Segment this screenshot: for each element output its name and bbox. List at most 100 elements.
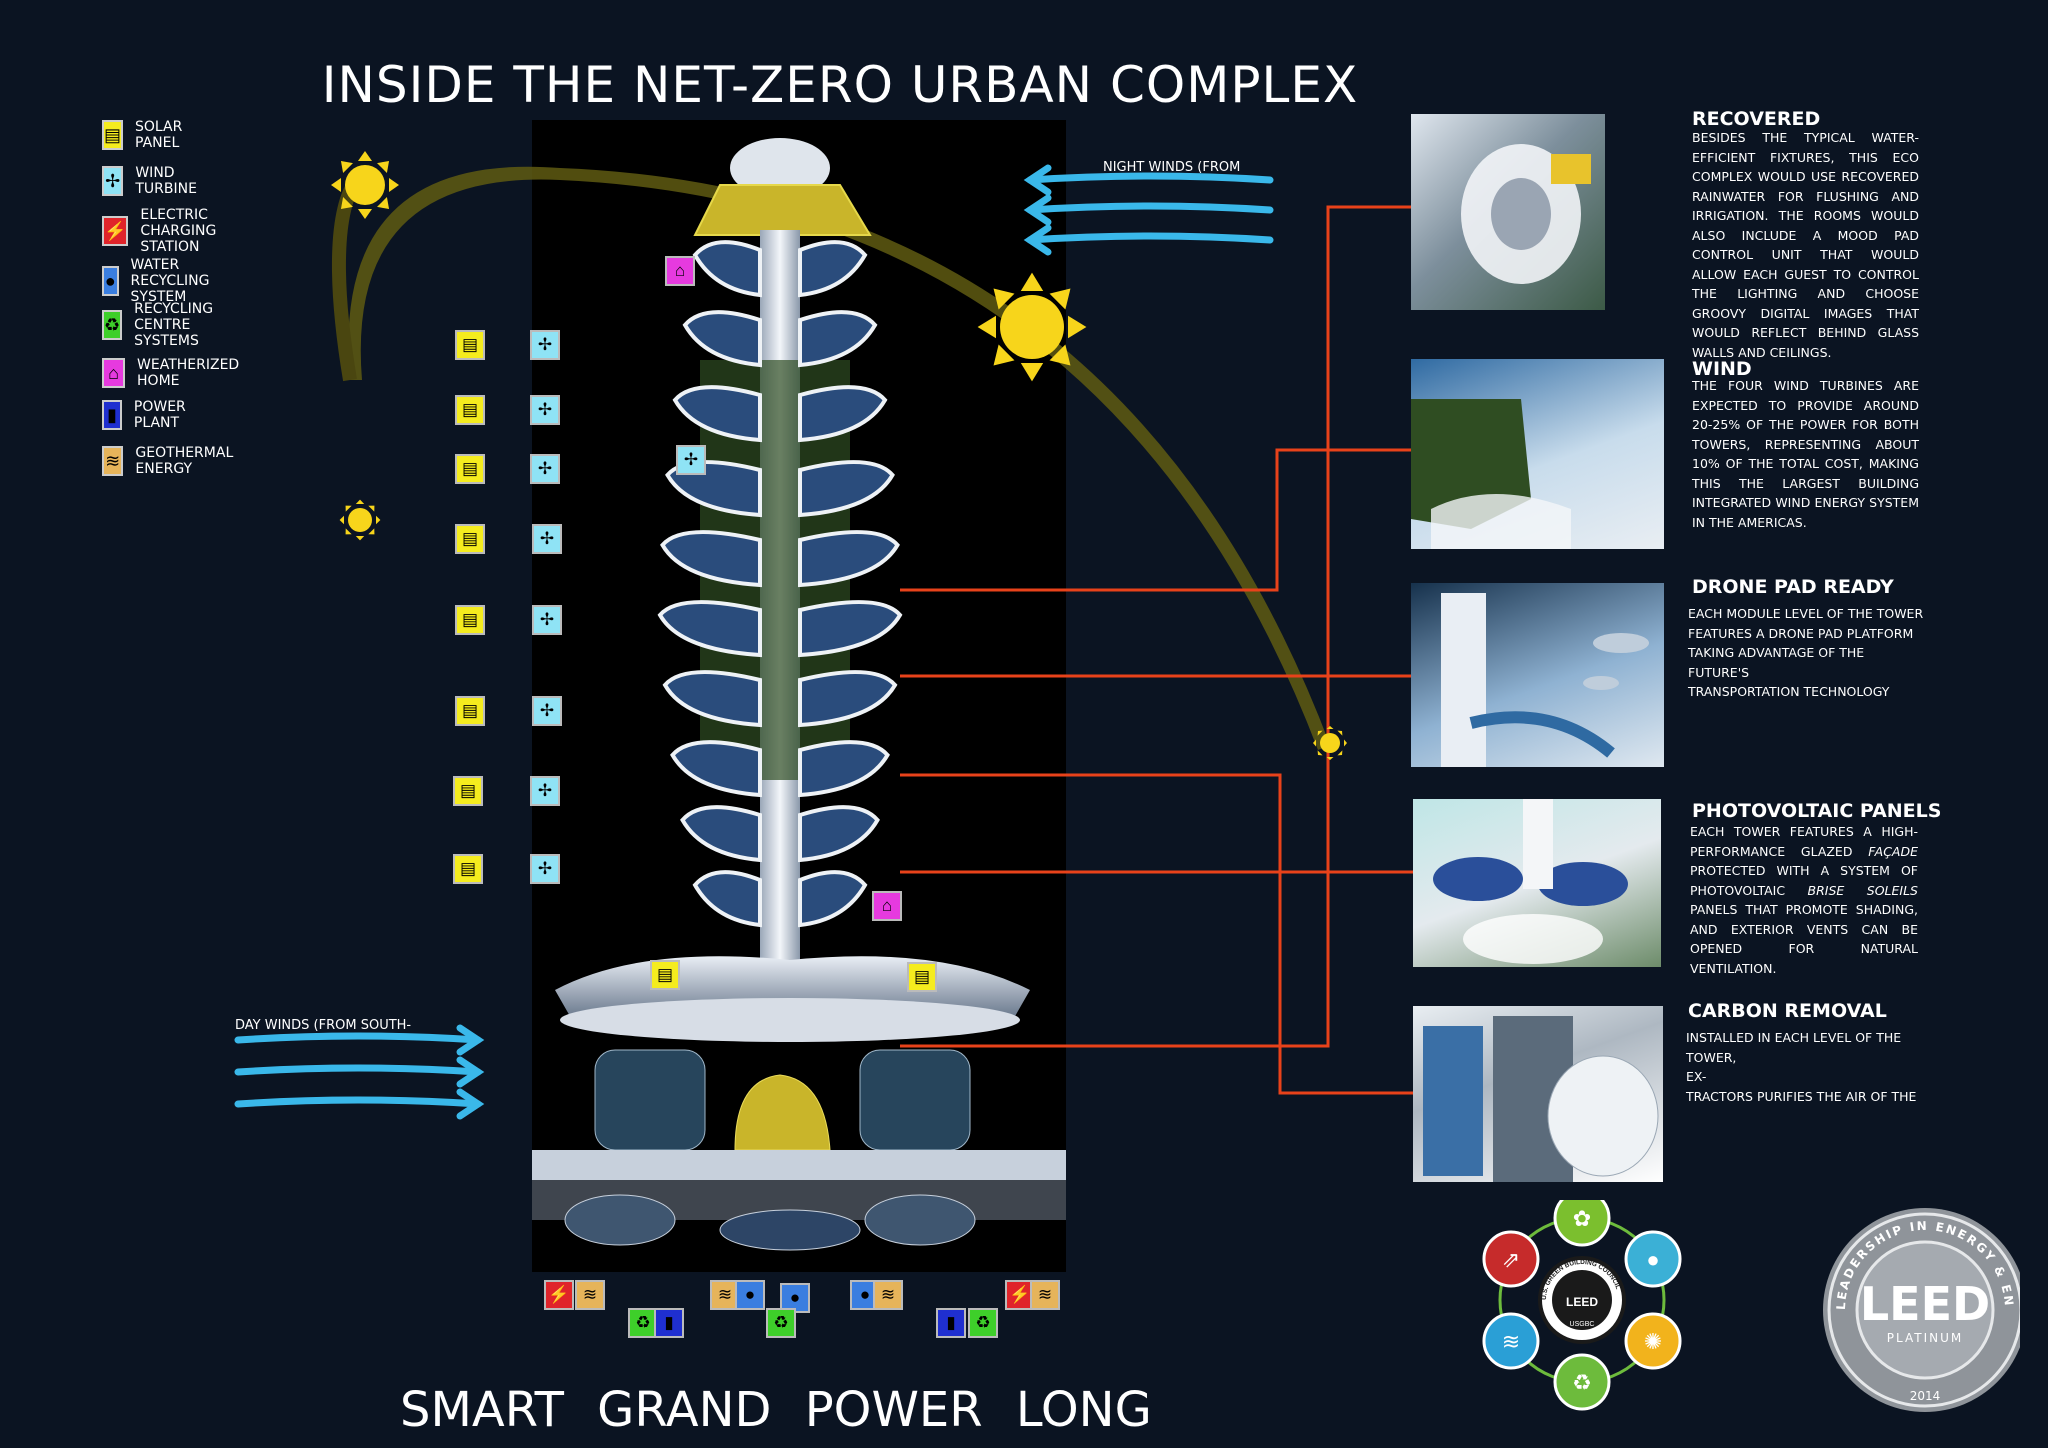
- weatherized-home-icon: ⌂: [872, 891, 902, 921]
- tower-pod: [692, 870, 762, 928]
- body-text: panels that promote shading, and exterio…: [1690, 902, 1918, 976]
- drone-pad-image: [1411, 583, 1664, 767]
- wind-turbine-icon: ✢: [532, 524, 562, 554]
- wind-arrowhead: [1023, 194, 1052, 226]
- wind-arrow: [1026, 202, 1274, 214]
- italic-term: brise soleils: [1807, 882, 1918, 898]
- svg-text:♻: ♻: [1572, 1370, 1592, 1395]
- power-plant-icon: ▮: [654, 1308, 684, 1338]
- body-text: Each tower features a high-performance g…: [1690, 824, 1918, 859]
- tower-pod: [670, 740, 762, 798]
- legend-item: ▤SOLAR PANEL: [102, 118, 191, 152]
- italic-term: façade: [1868, 843, 1918, 859]
- tower-pod: [662, 670, 762, 728]
- bottom-title: SMART GRAND POWER LONG: [400, 1382, 1152, 1438]
- tower-pod: [798, 310, 878, 368]
- legend-item: ♻RECYCLING CENTRE SYSTEMS: [102, 301, 223, 349]
- tower-pod: [672, 385, 762, 443]
- wind-arrow: [1026, 172, 1274, 184]
- wind-turbine-icon: ✢: [530, 854, 560, 884]
- legend-label: RECYCLING CENTRE SYSTEMS: [134, 301, 214, 349]
- legend-item: ✢ WIND TURBINE: [102, 164, 206, 198]
- leed-word: LEED: [1860, 1277, 1990, 1331]
- charging-station-icon: ⚡: [544, 1280, 574, 1310]
- tower-pod: [798, 670, 898, 728]
- legend-label: WATER RECYCLING SYSTEM: [130, 257, 210, 305]
- legend-label: WIND TURBINE: [135, 165, 197, 197]
- wind-title: WIND: [1692, 358, 1752, 380]
- usgbc-category-icon: [1482, 1230, 1540, 1288]
- svg-text:LEED: LEED: [1566, 1295, 1598, 1309]
- night-winds-label: NIGHT WINDS (FROM: [1103, 160, 1241, 175]
- wind-body: The four wind turbines are expected to p…: [1692, 378, 1919, 530]
- svg-text:●: ●: [1646, 1247, 1659, 1272]
- wind-turbine-icon: ✢: [676, 445, 706, 475]
- body-line: TAKING ADVANTAGE OF THE: [1688, 645, 1865, 660]
- body-text: protected with a system of photovoltaic: [1690, 863, 1918, 898]
- carbon-removal-image: [1413, 1006, 1663, 1182]
- legend-label: GEOTHERMAL ENERGY: [135, 445, 234, 477]
- recovered-image: [1411, 114, 1605, 310]
- wind-image: [1411, 359, 1664, 549]
- charging-station-icon: ⚡: [102, 216, 129, 246]
- geothermal-icon: ≋: [102, 446, 124, 476]
- sun-icon: [1313, 726, 1347, 760]
- solar-panel-icon: ▤: [907, 962, 937, 992]
- tower-pod: [798, 460, 895, 518]
- legend-item: ▮POWER PLANT: [102, 398, 196, 432]
- carbon-removal-body: INSTALLED IN EACH LEVEL OF THE TOWER, EX-…: [1686, 1028, 1946, 1106]
- body-line: TRACTORS PURIFIES THE AIR OF THE: [1686, 1088, 1917, 1104]
- tower-pod: [798, 600, 903, 658]
- legend-item: ⌂WEATHERIZED HOME: [102, 356, 246, 390]
- power-plant-icon: ▮: [936, 1308, 966, 1338]
- sun-icon: [339, 499, 381, 541]
- tower-base: [532, 956, 1066, 1251]
- drone-pad-title: DRONE PAD READY: [1692, 576, 1894, 598]
- body-line: EACH MODULE LEVEL OF THE TOWER: [1688, 606, 1924, 621]
- solar-panel-icon: ▤: [455, 696, 485, 726]
- body-line: FEATURES A DRONE PAD PLATFORM: [1688, 625, 1914, 641]
- leed-year: 2014: [1910, 1389, 1941, 1403]
- tower-pod: [798, 740, 890, 798]
- weatherized-home-icon: ⌂: [665, 256, 695, 286]
- wind-turbine-icon: ✢: [530, 395, 560, 425]
- leed-platinum: PLATINUM: [1887, 1331, 1963, 1345]
- tower-pod: [660, 530, 762, 588]
- usgbc-category-icon: [1624, 1312, 1682, 1370]
- body-line: EX-: [1686, 1069, 1707, 1084]
- wind-arrowhead: [456, 1024, 485, 1056]
- body-line: INSTALLED IN EACH LEVEL OF THE TOWER,: [1686, 1030, 1902, 1065]
- tower-pod: [798, 870, 868, 928]
- wind-turbine-icon: ✢: [532, 696, 562, 726]
- wind-turbine-icon: ✢: [102, 166, 124, 196]
- carbon-removal-title: CARBON REMOVAL: [1688, 1000, 1887, 1022]
- svg-text:⇗: ⇗: [1502, 1247, 1520, 1272]
- tower-pod: [665, 460, 762, 518]
- legend-label: POWER PLANT: [133, 399, 186, 431]
- geothermal-icon: ≋: [575, 1280, 605, 1310]
- geothermal-icon: ≋: [873, 1280, 903, 1310]
- legend-item: ≋ GEOTHERMAL ENERGY: [102, 444, 242, 478]
- legend-label: ELECTRIC CHARGING STATION: [140, 207, 217, 255]
- tower-pod: [657, 600, 762, 658]
- usgbc-category-icon: [1553, 1353, 1611, 1411]
- solar-panel-icon: ▤: [455, 524, 485, 554]
- tower-pod: [798, 805, 880, 863]
- body-line: TRANSPORTATION TECHNOLOGY: [1688, 684, 1890, 699]
- wind-arrow: [234, 1064, 482, 1076]
- wind-arrow: [234, 1032, 482, 1044]
- wind-turbine-icon: ✢: [530, 454, 560, 484]
- svg-text:≋: ≋: [1502, 1329, 1520, 1354]
- tower-pod: [680, 805, 762, 863]
- drone-pad-body: EACH MODULE LEVEL OF THE TOWER FEATURES A…: [1688, 604, 1948, 702]
- legend-item: ⚡ ELECTRIC CHARGING STATION: [102, 207, 220, 255]
- page-title: INSIDE THE NET-ZERO URBAN COMPLEX: [321, 56, 1359, 114]
- photovoltaic-image: [1413, 799, 1661, 967]
- wind-arrow: [234, 1096, 482, 1108]
- svg-text:✺: ✺: [1644, 1329, 1662, 1354]
- wind-turbine-icon: ✢: [530, 776, 560, 806]
- wind-turbine-icon: ✢: [530, 330, 560, 360]
- photovoltaic-body: Each tower features a high-performance g…: [1690, 822, 1918, 978]
